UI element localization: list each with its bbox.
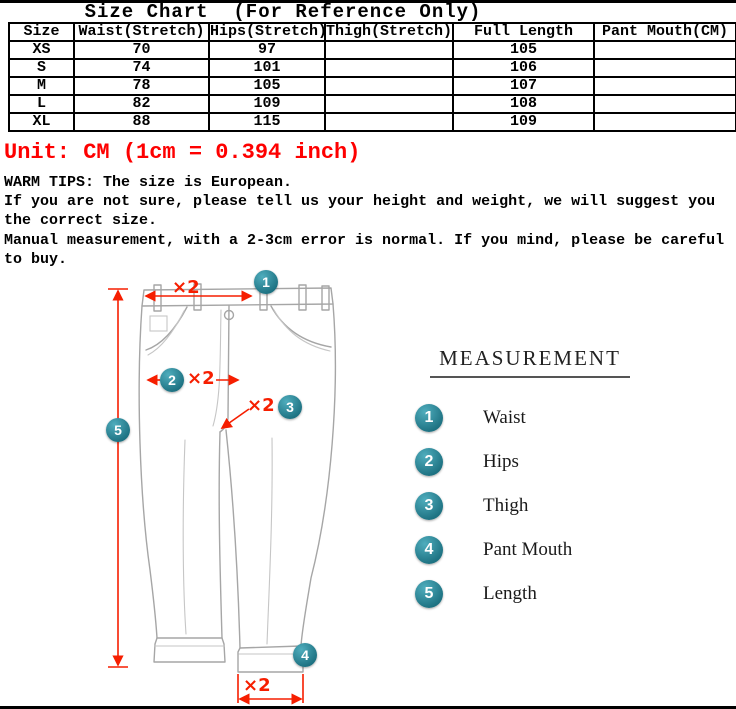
cell-full-length: 107 <box>452 76 595 96</box>
legend-item-waist: 1 Waist <box>415 404 665 432</box>
bottom-border-line <box>0 706 736 709</box>
header-hips: Hips(Stretch) <box>208 22 326 42</box>
cell-size: XS <box>8 40 75 60</box>
waist-multiplier-label: ×2 <box>172 277 200 298</box>
cell-hips: 115 <box>208 112 326 132</box>
legend-item-length: 5 Length <box>415 580 665 608</box>
top-border-line <box>0 0 736 3</box>
cell-waist: 70 <box>73 40 210 60</box>
hips-multiplier-label: ×2 <box>187 368 215 389</box>
cell-hips: 109 <box>208 94 326 114</box>
cell-pant-mouth <box>593 58 736 78</box>
table-header-row: Size Waist(Stretch) Hips(Stretch) Thigh(… <box>8 22 736 42</box>
measurement-list: 1 Waist 2 Hips 3 Thigh 4 Pant Mouth 5 Le… <box>415 404 665 608</box>
cell-thigh <box>324 40 454 60</box>
header-full-length: Full Length <box>452 22 595 42</box>
header-thigh: Thigh(Stretch) <box>324 22 454 42</box>
cell-full-length: 109 <box>452 112 595 132</box>
cell-pant-mouth <box>593 94 736 114</box>
pant-mouth-multiplier-label: ×2 <box>243 675 271 696</box>
warm-tips-note: WARM TIPS: The size is European. <box>4 174 293 191</box>
cell-thigh <box>324 112 454 132</box>
cell-size: M <box>8 76 75 96</box>
legend-item-hips: 2 Hips <box>415 448 665 476</box>
dimension-lines <box>108 288 304 705</box>
pants-outline <box>138 283 337 673</box>
measurement-diagram: ×2 ×2 ×2 ×2 1 2 3 4 5 MEASUREMENT 1 Wais… <box>0 270 736 706</box>
header-pant-mouth: Pant Mouth(CM) <box>593 22 736 42</box>
unit-note: Unit: CM (1cm = 0.394 inch) <box>4 140 361 165</box>
table-row: S 74 101 106 <box>8 58 736 78</box>
cell-size: XL <box>8 112 75 132</box>
cell-hips: 105 <box>208 76 326 96</box>
cell-thigh <box>324 94 454 114</box>
thigh-multiplier-label: ×2 <box>247 395 275 416</box>
cell-thigh <box>324 58 454 78</box>
cell-waist: 78 <box>73 76 210 96</box>
header-waist: Waist(Stretch) <box>73 22 210 42</box>
cell-size: S <box>8 58 75 78</box>
notes-section: Unit: CM (1cm = 0.394 inch) WARM TIPS: T… <box>4 141 732 269</box>
legend-label: Pant Mouth <box>483 539 573 560</box>
table-row: M 78 105 107 <box>8 76 736 96</box>
legend-number-badge: 5 <box>415 580 443 608</box>
cell-waist: 82 <box>73 94 210 114</box>
legend-item-pant-mouth: 4 Pant Mouth <box>415 536 665 564</box>
diagram-badge-waist: 1 <box>254 270 278 294</box>
legend-label: Hips <box>483 451 519 472</box>
page-title: Size Chart (For Reference Only) <box>84 1 482 23</box>
table-row: XL 88 115 109 <box>8 112 736 132</box>
legend-label: Thigh <box>483 495 529 516</box>
cell-waist: 88 <box>73 112 210 132</box>
cell-pant-mouth <box>593 40 736 60</box>
cell-full-length: 108 <box>452 94 595 114</box>
diagram-badge-length: 5 <box>106 418 130 442</box>
legend-number-badge: 1 <box>415 404 443 432</box>
legend-number-badge: 2 <box>415 448 443 476</box>
cell-full-length: 106 <box>452 58 595 78</box>
legend-number-badge: 3 <box>415 492 443 520</box>
cell-waist: 74 <box>73 58 210 78</box>
diagram-badge-pant-mouth: 4 <box>293 643 317 667</box>
measurement-disclaimer-note: Manual measurement, with a 2-3cm error i… <box>4 231 725 268</box>
cell-pant-mouth <box>593 76 736 96</box>
diagram-badge-hips: 2 <box>160 368 184 392</box>
header-size: Size <box>8 22 75 42</box>
cell-hips: 101 <box>208 58 326 78</box>
size-chart-table: Size Waist(Stretch) Hips(Stretch) Thigh(… <box>8 22 736 132</box>
diagram-badge-thigh: 3 <box>278 395 302 419</box>
table-row: XS 70 97 105 <box>8 40 736 60</box>
cell-size: L <box>8 94 75 114</box>
measurement-heading: MEASUREMENT <box>430 346 630 378</box>
measurement-legend: MEASUREMENT 1 Waist 2 Hips 3 Thigh 4 Pan… <box>415 346 665 608</box>
legend-item-thigh: 3 Thigh <box>415 492 665 520</box>
cell-pant-mouth <box>593 112 736 132</box>
table-row: L 82 109 108 <box>8 94 736 114</box>
legend-label: Waist <box>483 407 526 428</box>
pants-diagram-drawing <box>108 283 337 705</box>
legend-number-badge: 4 <box>415 536 443 564</box>
cell-full-length: 105 <box>452 40 595 60</box>
cell-hips: 97 <box>208 40 326 60</box>
legend-label: Length <box>483 583 537 604</box>
sizing-advice-note: If you are not sure, please tell us your… <box>4 193 716 230</box>
cell-thigh <box>324 76 454 96</box>
